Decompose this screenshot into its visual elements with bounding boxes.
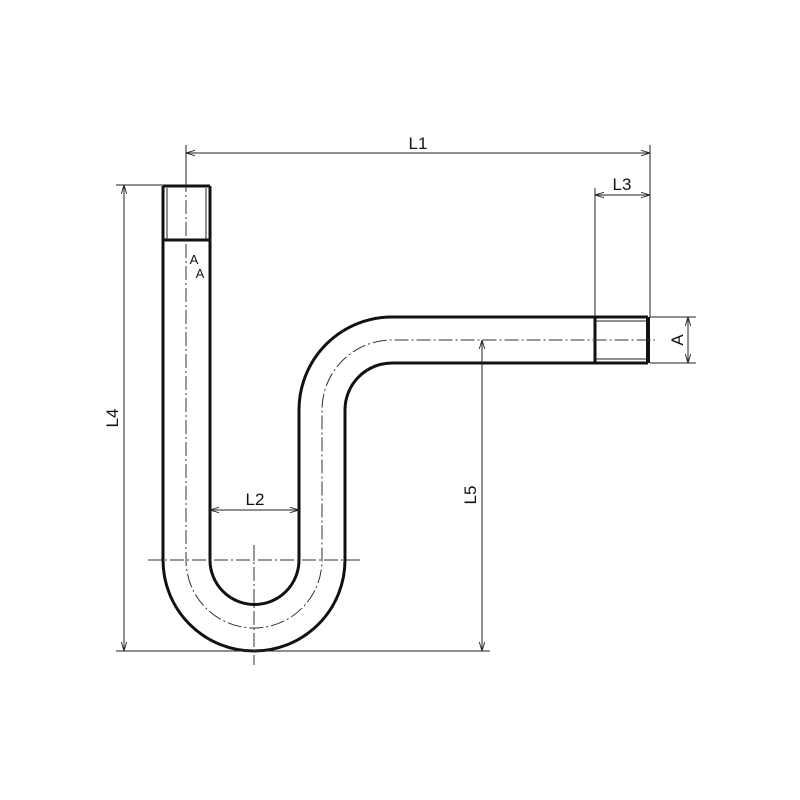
- section-mark: A: [196, 266, 205, 281]
- label-l5: L5: [461, 486, 480, 505]
- label-l4: L4: [103, 409, 122, 428]
- pipe-outer-contour: [161, 186, 648, 653]
- label-a: A: [668, 334, 687, 346]
- pipe-inner-contour: [208, 186, 648, 606]
- label-l1: L1: [409, 134, 428, 153]
- pipe-centerline: [185, 178, 655, 629]
- label-l2: L2: [246, 490, 265, 509]
- label-l3: L3: [613, 175, 632, 194]
- section-mark: A: [190, 252, 199, 267]
